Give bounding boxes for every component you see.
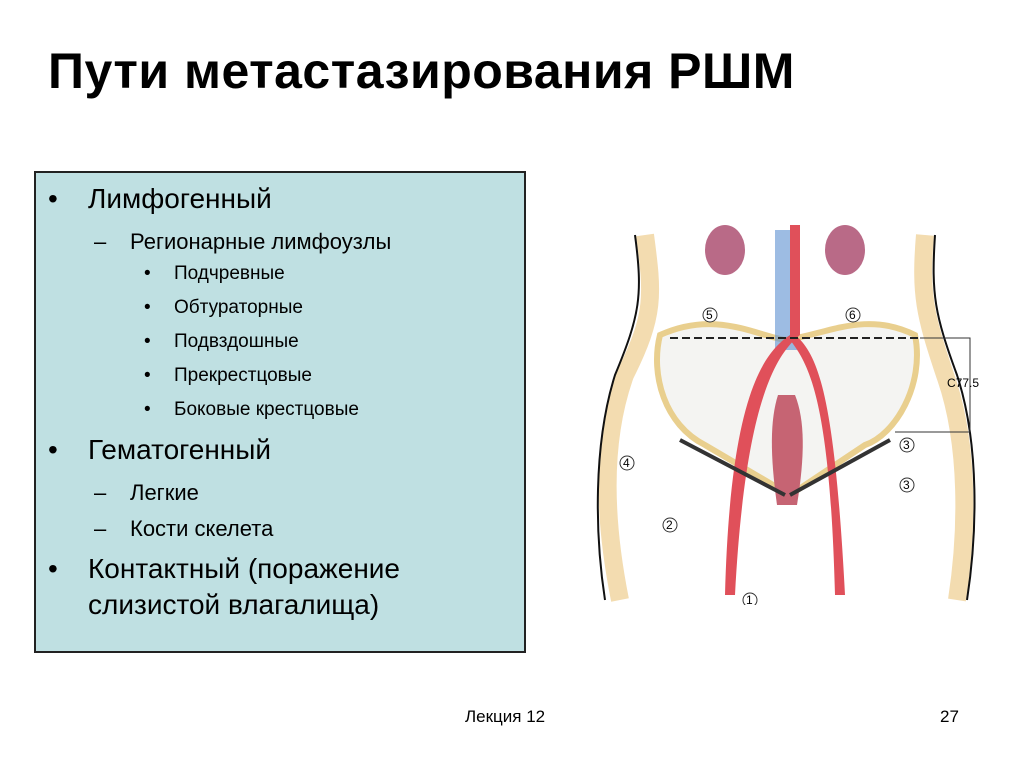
body-outline-left-shade: [598, 233, 660, 602]
bullet-hematogenic: •Гематогенный: [48, 434, 272, 465]
ligament-right: [789, 438, 891, 497]
bullet-text: Легкие: [130, 480, 199, 505]
marker-label: 1: [746, 593, 753, 605]
bullet-text: Боковые крестцовые: [174, 399, 359, 420]
marker-label: 5: [706, 308, 713, 322]
bracket: [895, 337, 971, 433]
body-outline-right: [932, 234, 976, 601]
pelvis-anatomy-illustration: C77.5 1 2 3 3 4 5 6: [596, 225, 979, 605]
bullet-text: Прекрестцовые: [174, 365, 312, 386]
bullet-text: Регионарные лимфоузлы: [130, 229, 392, 254]
bullet-text: Гематогенный: [88, 434, 272, 465]
slide-title: Пути метастазирования РШМ: [48, 43, 795, 99]
marker-label: 3: [903, 478, 910, 492]
marker-label: 2: [666, 518, 673, 532]
bullet-contact: •Контактный (поражение: [48, 553, 401, 584]
marker-label: 6: [849, 308, 856, 322]
artery-left: [725, 225, 800, 595]
node-item: •Подчревные: [144, 263, 285, 284]
subbullet-regional: –Регионарные лимфоузлы: [94, 229, 392, 254]
bullet-text: Обтураторные: [174, 297, 303, 318]
page-number: 27: [940, 707, 959, 726]
subbullet-bones: –Кости скелета: [94, 516, 274, 541]
body-outline-right-shade: [914, 234, 974, 602]
kidney-right: [825, 225, 865, 275]
node-item: •Прекрестцовые: [144, 365, 312, 386]
node-item: •Подвздошные: [144, 331, 299, 352]
subbullet-lungs: –Легкие: [94, 480, 199, 505]
ligament-left: [679, 438, 786, 497]
footer-lecture: Лекция 12: [465, 707, 546, 726]
bullet-text: Кости скелета: [130, 516, 274, 541]
body-outline-left: [596, 234, 640, 601]
bullet-text: Подчревные: [174, 263, 285, 284]
marker-label: 4: [623, 456, 630, 470]
uterus: [771, 395, 803, 505]
bullet-contact-cont: слизистой влагалища): [88, 589, 380, 620]
stage-label: C77.5: [947, 376, 979, 390]
bullet-lymphogenic: •Лимфогенный: [48, 183, 272, 214]
kidney-left: [705, 225, 745, 275]
node-item: •Боковые крестцовые: [144, 399, 359, 420]
bullet-text: Лимфогенный: [88, 183, 272, 214]
marker-label: 3: [903, 438, 910, 452]
node-item: •Обтураторные: [144, 297, 303, 318]
bullet-text: Подвздошные: [174, 331, 299, 352]
artery-right: [790, 335, 845, 595]
content-box: •Лимфогенный –Регионарные лимфоузлы •Под…: [34, 171, 526, 653]
bullet-text: Контактный (поражение: [88, 553, 401, 584]
